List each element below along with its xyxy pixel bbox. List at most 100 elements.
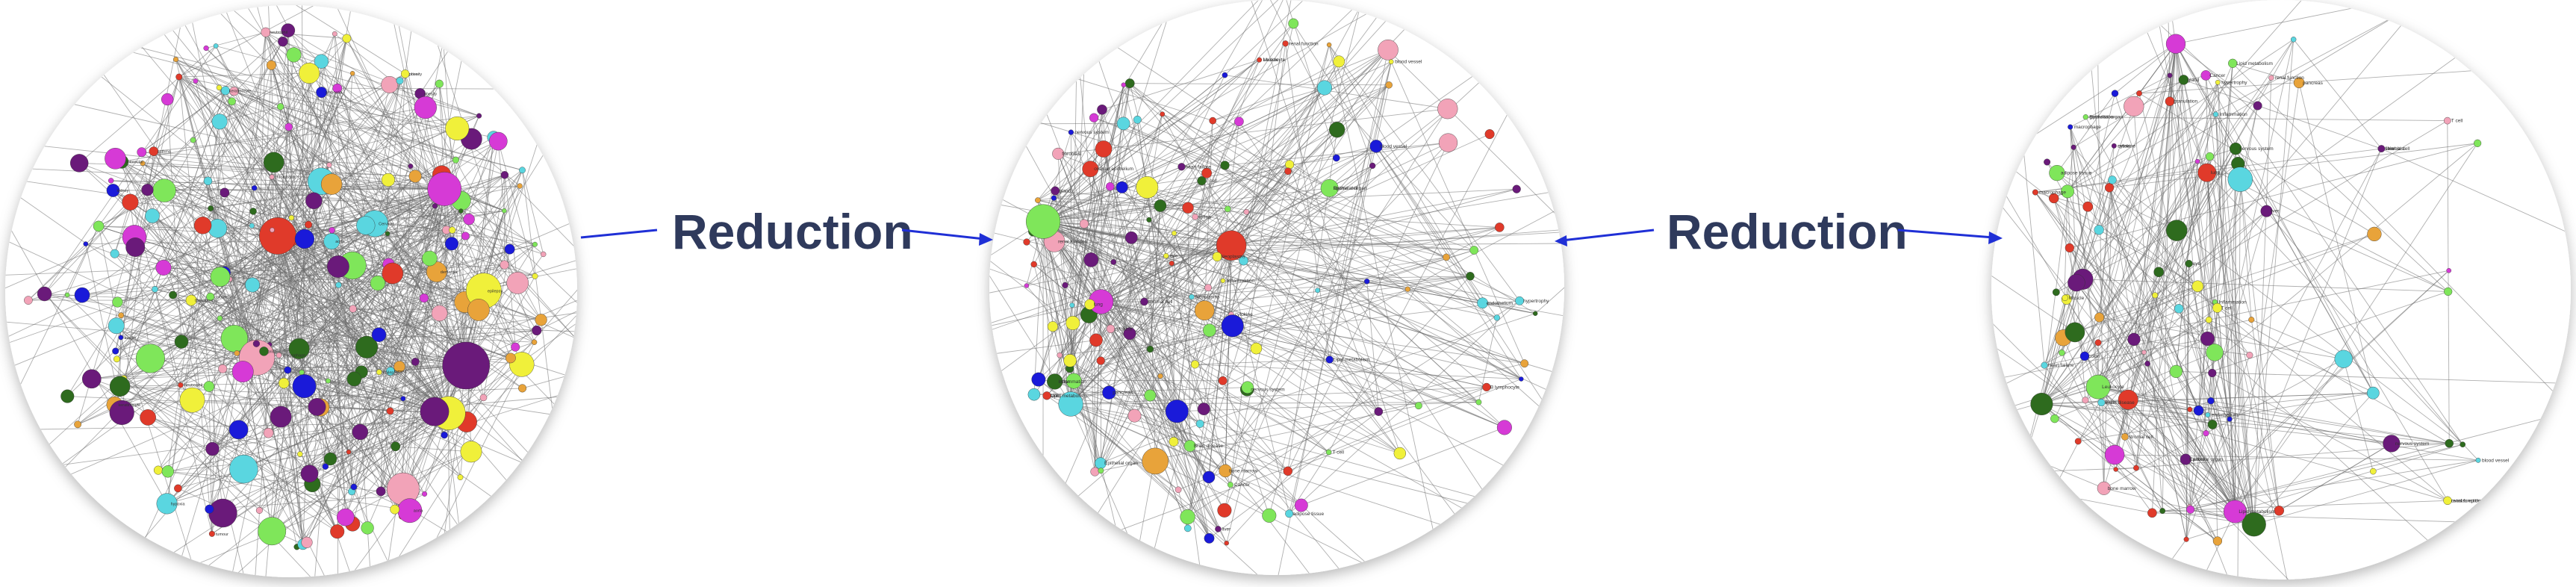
- node-label: obesity: [424, 92, 438, 96]
- network-node: [2068, 273, 2085, 292]
- network-edge: [44, 294, 335, 577]
- network-edge: [312, 412, 449, 485]
- network-edge: [44, 294, 260, 511]
- network-node: [245, 277, 260, 293]
- network-edge: [2076, 230, 2177, 283]
- network-edge: [114, 253, 182, 342]
- network-node: [519, 167, 526, 174]
- network-edge: [308, 224, 355, 488]
- node-label: endothelium: [2212, 413, 2238, 418]
- network-edge: [1146, 187, 1210, 538]
- node-label: gland: [1059, 189, 1071, 194]
- node-label: Muscle: [1263, 58, 1279, 63]
- network-node: [108, 317, 125, 335]
- reduction-label: Reduction: [1667, 204, 1908, 259]
- network-node: [2082, 201, 2094, 212]
- network-node: [1224, 205, 1231, 213]
- network-edge: [2067, 191, 2076, 332]
- network-node: [445, 237, 459, 251]
- network-node: [208, 530, 215, 537]
- network-edge: [1225, 75, 1448, 110]
- network-node: [511, 342, 520, 352]
- network-node: [1157, 373, 1163, 379]
- network-edge: [1991, 257, 2076, 333]
- network-edge: [2041, 206, 2088, 405]
- network-node: [2104, 444, 2125, 465]
- network-node: [502, 208, 507, 214]
- node-label: cytokine: [2118, 143, 2135, 149]
- network-edge: [1301, 426, 1505, 506]
- node-label: Epithelial organ: [2089, 115, 2123, 120]
- network-node: [149, 146, 159, 156]
- network-edge: [348, 291, 485, 453]
- network-node: [161, 93, 174, 106]
- network-node: [427, 172, 462, 206]
- network-edge: [1070, 232, 1175, 405]
- network-edge: [1042, 180, 1202, 223]
- network-node: [284, 122, 293, 131]
- network-edge: [2099, 146, 2115, 318]
- node-label: Epithelial organ: [2189, 457, 2223, 462]
- network-node: [1204, 284, 1212, 292]
- network-node: [1212, 252, 1222, 262]
- network-edge: [2053, 39, 2294, 199]
- node-label: blood vessel: [1395, 60, 1422, 65]
- node-label: heart failure: [2048, 363, 2074, 368]
- network-edge: [1101, 301, 1401, 454]
- network-edge: [1231, 245, 1331, 360]
- network-node: [1144, 389, 1157, 402]
- network-edge: [1228, 208, 1497, 318]
- node-label: pancreas: [2303, 81, 2323, 86]
- network-node: [463, 213, 475, 226]
- network-edge: [2053, 198, 2077, 283]
- network-node: [1190, 360, 1199, 369]
- network-node: [1084, 299, 1095, 310]
- network-node: [352, 423, 368, 441]
- node-label: lung: [2211, 170, 2221, 176]
- network-node: [2443, 496, 2452, 505]
- network-node: [329, 227, 335, 234]
- node-label: dementia: [441, 270, 458, 275]
- network-node: [1063, 354, 1077, 367]
- network-node: [1163, 253, 1169, 259]
- network-edge: [181, 92, 322, 342]
- network-edge: [1042, 221, 1401, 454]
- network-edge: [1093, 117, 1475, 251]
- network-node: [1239, 255, 1248, 266]
- node-label: Inflammation: [1059, 379, 1087, 385]
- network-edge: [2128, 399, 2213, 425]
- network-node: [2159, 508, 2166, 514]
- network-edge: [1101, 360, 1400, 454]
- network-node: [2094, 339, 2102, 347]
- network-node: [2268, 75, 2274, 81]
- network-node: [231, 361, 254, 382]
- panel-circle: [1991, 0, 2571, 580]
- network-edge: [2047, 161, 2215, 353]
- network-edge: [1148, 219, 1525, 364]
- network-edge: [5, 229, 258, 358]
- node-label: prion: [409, 72, 418, 77]
- network-edge: [1534, 262, 1564, 314]
- network-edge: [1328, 44, 1520, 302]
- network-node: [276, 352, 282, 358]
- network-edge: [2233, 63, 2300, 84]
- network-node: [2197, 163, 2217, 182]
- node-label: stromal cell: [2385, 146, 2409, 152]
- node-label: retina: [2118, 143, 2130, 149]
- network-edge: [1070, 49, 1389, 405]
- network-node: [336, 508, 355, 527]
- network-edge: [1043, 221, 1536, 314]
- network-node: [2445, 439, 2454, 448]
- network-edge: [1043, 170, 1289, 223]
- network-edge: [1226, 276, 1471, 544]
- network-node: [1095, 140, 1113, 158]
- network-node: [1177, 163, 1186, 171]
- network-edge: [277, 73, 353, 237]
- network-edge: [104, 37, 458, 129]
- network-edge: [1328, 44, 1483, 304]
- network-node: [135, 344, 165, 373]
- network-edge: [1199, 423, 1302, 506]
- network-edge: [1042, 0, 1287, 222]
- network-edge: [1101, 301, 1525, 364]
